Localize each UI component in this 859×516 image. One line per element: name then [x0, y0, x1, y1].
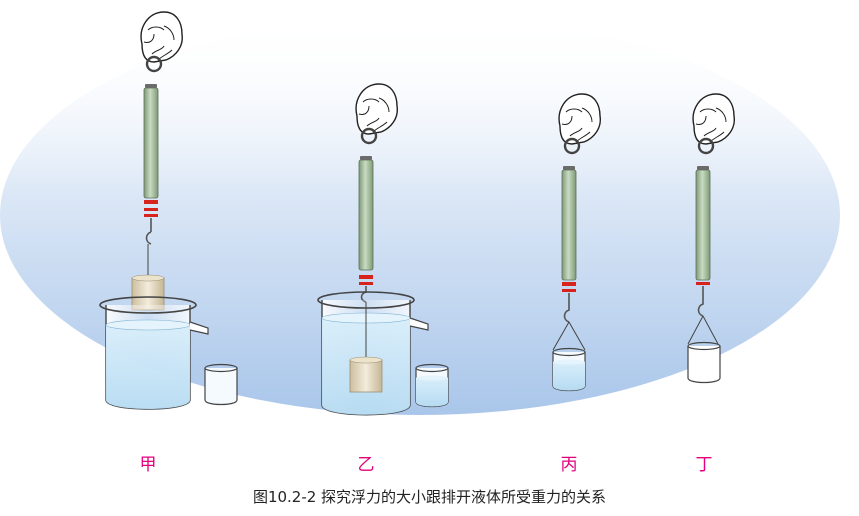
label-jia: 甲	[139, 455, 157, 475]
setup-jia	[99, 10, 238, 410]
figure-caption: 图10.2-2 探究浮力的大小跟排开液体所受重力的关系	[252, 488, 607, 506]
setup-bing	[552, 92, 602, 392]
setup-yi	[317, 82, 449, 416]
setup-ding	[687, 92, 736, 384]
metal-block-submerged	[349, 359, 383, 393]
label-ding: 丁	[695, 455, 713, 475]
backdrop-ellipse	[0, 15, 840, 415]
label-yi: 乙	[357, 455, 375, 475]
label-bing: 丙	[560, 455, 578, 475]
